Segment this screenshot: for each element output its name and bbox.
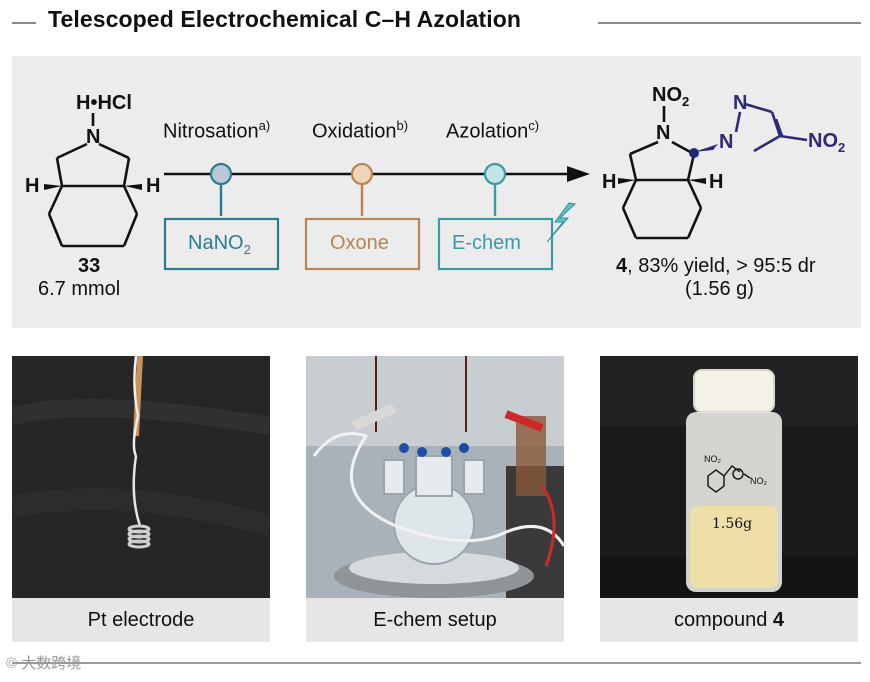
title-rule-left <box>12 22 36 24</box>
caption-compound-4: compound 4 <box>600 598 858 642</box>
bottom-rule <box>12 662 861 664</box>
product-no2-right: NO2 <box>808 130 846 155</box>
product-yield: 4, 83% yield, > 95:5 dr <box>616 255 816 277</box>
reaction-scheme-graphics <box>44 102 808 271</box>
reaction-scheme-panel: H•HCl N H H 33 6.7 mmol Nitrosationa) Ox… <box>12 56 861 328</box>
reagent-box-nanano2 <box>163 217 280 271</box>
pyrazole-n2: N <box>733 92 748 114</box>
start-h-left: H <box>25 175 40 197</box>
product-ring-nitrogen: N <box>656 122 671 144</box>
stereocenter-dot <box>689 148 699 158</box>
caption-pt-electrode: Pt electrode <box>12 598 270 642</box>
step-node-azolation <box>483 162 507 186</box>
product-mass: (1.56 g) <box>685 278 754 300</box>
product-h-right: H <box>709 171 724 193</box>
vial-label-mass: 1.56g <box>712 516 752 532</box>
photo-echem-setup: E-chem setup <box>306 356 564 642</box>
reagent-nano2: NaNO2 <box>188 232 251 257</box>
product-h-left: H <box>602 171 617 193</box>
start-nitrogen-label: N <box>86 126 101 148</box>
step-label-nitrosation: Nitrosationa) <box>163 118 271 143</box>
step-label-azolation: Azolationc) <box>446 118 540 143</box>
starting-material-structure <box>44 113 142 248</box>
reagent-oxone: Oxone <box>330 232 389 254</box>
reagent-box-oxone <box>304 217 421 271</box>
vial-label-no2-right: NO₂ <box>750 476 768 486</box>
start-salt-label: H•HCl <box>76 92 132 114</box>
start-compound-id: 33 <box>78 255 101 277</box>
start-h-right: H <box>146 175 161 197</box>
watermark: © 大数跨境 <box>6 655 82 672</box>
start-amount: 6.7 mmol <box>38 278 121 300</box>
echem-setup-image <box>306 356 564 598</box>
caption-echem-setup: E-chem setup <box>306 598 564 642</box>
pyrazole-structure <box>694 102 808 153</box>
step-node-oxidation <box>350 162 374 186</box>
vial-label-no2-top: NO₂ <box>704 454 722 464</box>
photo-pt-electrode: Pt electrode <box>12 356 270 642</box>
product-no2-top: NO2 <box>652 84 690 109</box>
reagent-echem: E-chem <box>452 232 521 254</box>
lightning-bolt-icon <box>546 202 577 243</box>
compound-vial-image: NO₂ NO₂ 1.56g <box>600 356 858 598</box>
pyrazole-n1: N <box>719 131 734 153</box>
step-label-oxidation: Oxidationb) <box>312 118 409 143</box>
figure-title: Telescoped Electrochemical C–H Azolation <box>48 6 522 32</box>
pt-electrode-image <box>12 356 270 598</box>
step-node-nitrosation <box>209 162 233 186</box>
reagent-box-echem <box>437 217 554 271</box>
title-rule-right <box>598 22 861 24</box>
photo-compound-4: NO₂ NO₂ 1.56g compound 4 <box>600 356 858 642</box>
